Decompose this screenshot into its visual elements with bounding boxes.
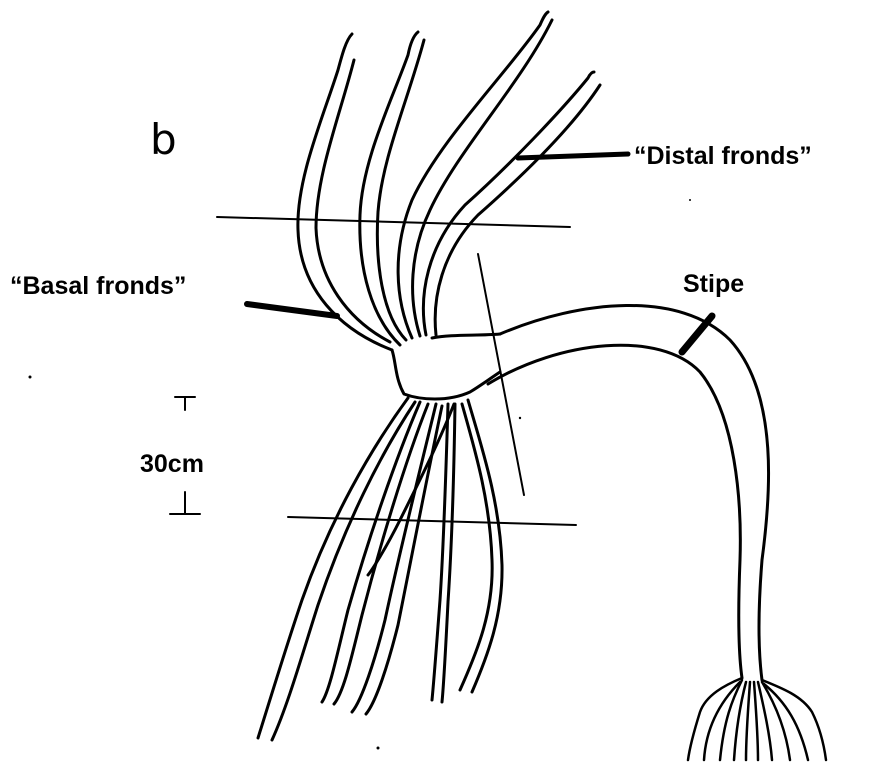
distal-frond-1 [298,34,392,350]
panel-letter: b [150,115,177,164]
distal-frond-3 [398,12,548,338]
distal-fronds [298,12,600,350]
basal-frond-5 [460,404,492,690]
upper-cut-line [217,217,570,227]
distal-frond-4 [423,72,594,335]
stipe [488,305,769,680]
basal-fronds [258,398,502,740]
distal-frond-3-inner [413,20,552,336]
basal-frond-1-inner [272,402,415,740]
lower-cut-line [288,517,576,525]
basal-fronds-label: “Basal fronds” [10,272,186,301]
holdfast-junction [392,334,500,399]
stipe-leader-line [682,316,712,352]
stipe-holdfast [688,678,826,760]
scale-bar-label: 30cm [140,450,204,479]
distal-fronds-label: “Distal fronds” [634,142,812,171]
stipe-outer [500,305,769,680]
distal-leader-line [518,154,628,158]
stipe-label: Stipe [683,270,744,299]
distal-frond-2 [360,32,418,345]
stipe-inner [488,345,742,678]
basal-leader-line [247,304,337,316]
leader-lines [247,154,712,352]
